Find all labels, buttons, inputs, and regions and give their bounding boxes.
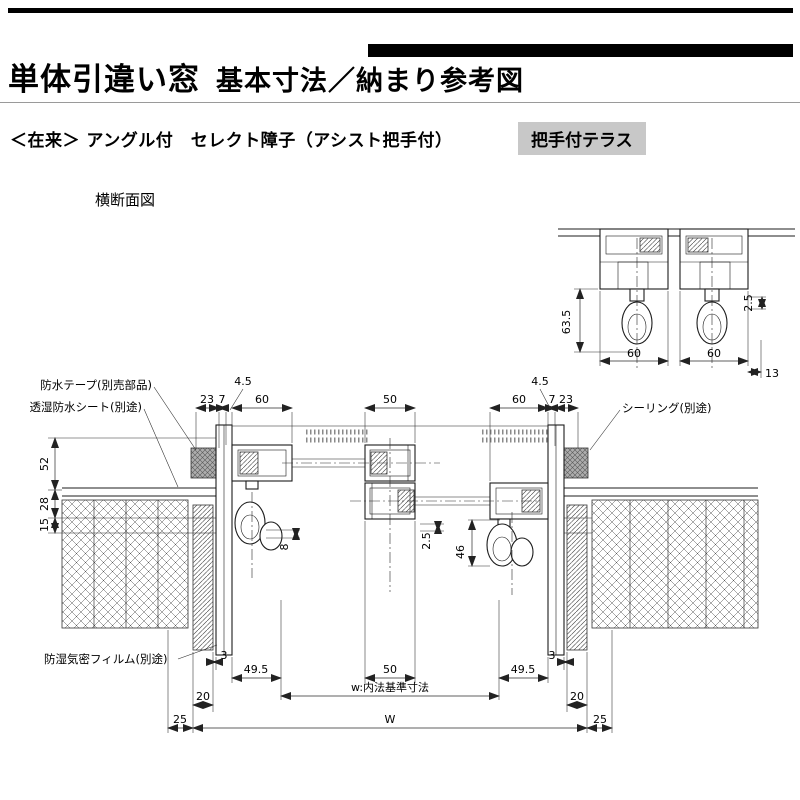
dim-63-5: 63.5	[560, 310, 573, 335]
dim-25-left: 25	[173, 713, 187, 726]
left-wall-hatch	[61, 499, 189, 629]
page-title-main: 単体引違い窓	[8, 62, 200, 98]
dim-52: 52	[38, 457, 51, 471]
detail-right-stile	[679, 228, 749, 290]
dim-2-5-detail: 2.5	[742, 294, 755, 312]
dim-13: 13	[765, 367, 779, 380]
dim-60-left: 60	[255, 393, 269, 406]
dim-60-detail-right: 60	[707, 347, 721, 360]
dim-4-5-right: 4.5	[531, 375, 549, 388]
top-black-bar	[8, 8, 793, 13]
dim-7-left: 7	[219, 393, 226, 406]
dim-50-top: 50	[383, 393, 397, 406]
dim-60-right: 60	[512, 393, 526, 406]
dim-w-note: w:内法基準寸法	[351, 680, 429, 694]
dim-25-right: 25	[593, 713, 607, 726]
label-waterproof-tape: 防水テープ(別売部品)	[40, 378, 152, 392]
right-wall-hatch	[591, 499, 759, 629]
page-title: 単体引違い窓 基本寸法／納まり参考図	[8, 54, 524, 99]
dim-20-left: 20	[196, 690, 210, 703]
callout-labels: 防水テープ(別売部品) 透湿防水シート(別途) シーリング(別途) 防湿気密フィ…	[30, 378, 712, 666]
top-dimensions: 23 7 60 50 60 7 23 4.5 4.5	[195, 375, 579, 481]
middle-dimensions: 8 2.5 46	[266, 519, 500, 567]
dim-4-5-left: 4.5	[234, 375, 252, 388]
main-section-view: 23 7 60 50 60 7 23 4.5 4.5 52 28 15	[30, 375, 759, 733]
right-assist-handle	[486, 518, 534, 567]
dim-3-left: 3	[221, 649, 228, 662]
dim-50-bottom: 50	[383, 663, 397, 676]
left-siding-strip	[192, 504, 214, 651]
detail-dimensions: 63.5 2.5 60 60 13	[560, 288, 779, 380]
left-assist-handle	[234, 480, 283, 551]
right-frame-jamb	[547, 424, 565, 656]
centerlines	[251, 438, 540, 595]
bottom-dimensions: 3 3 49.5 50 49.5 w:内法基準寸法 20 20 25 W 25	[167, 521, 613, 733]
section-label: 横断面図	[95, 191, 156, 209]
title-divider	[0, 102, 800, 103]
meeting-stile-detail-view: 63.5 2.5 60 60 13	[558, 228, 795, 380]
right-siding-strip	[566, 504, 588, 651]
dim-7-right: 7	[549, 393, 556, 406]
dim-8: 8	[278, 544, 291, 551]
dim-49-5-right: 49.5	[511, 663, 536, 676]
dim-23-right: 23	[559, 393, 573, 406]
detail-weatherstrip-bulbs	[621, 288, 728, 345]
dim-15: 15	[38, 518, 51, 532]
left-frame-jamb	[215, 424, 233, 656]
terrace-badge: 把手付テラス	[518, 122, 646, 155]
label-breathable-sheet: 透湿防水シート(別途)	[30, 400, 142, 414]
dim-W: W	[385, 713, 396, 726]
dotted-angle-patches	[306, 429, 548, 443]
page-title-sub: 基本寸法／納まり参考図	[216, 66, 524, 97]
label-moisture-film: 防湿気密フィルム(別途)	[44, 652, 168, 666]
header-black-bar	[368, 44, 793, 57]
dim-23-left: 23	[200, 393, 214, 406]
detail-left-stile	[599, 228, 669, 290]
spec-line: ＜在来＞ アングル付 セレクト障子（アシスト把手付）	[10, 131, 453, 151]
dim-20-right: 20	[570, 690, 584, 703]
dim-28: 28	[38, 497, 51, 511]
waterproof-tape-block	[190, 447, 218, 479]
dim-2-5-mid: 2.5	[420, 532, 433, 550]
dim-3-right: 3	[549, 649, 556, 662]
dim-60-detail-left: 60	[627, 347, 641, 360]
sealing-block	[561, 447, 589, 479]
left-dimensions: 52 28 15	[38, 437, 216, 534]
dim-49-5-left: 49.5	[244, 663, 269, 676]
dim-46: 46	[454, 545, 467, 559]
label-sealing: シーリング(別途)	[622, 401, 711, 415]
